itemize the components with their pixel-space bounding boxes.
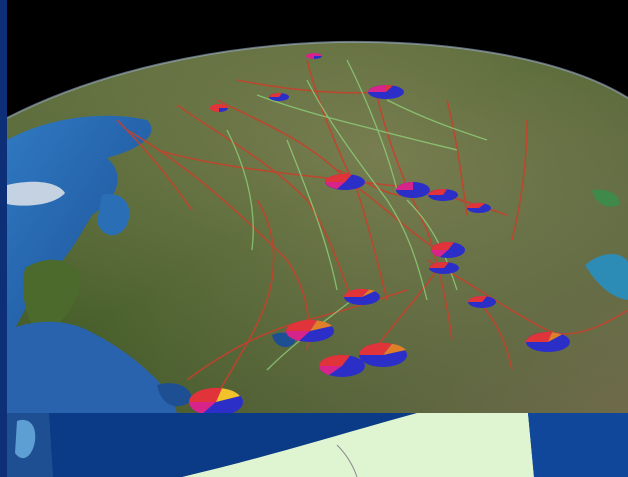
pie-marker-14[interactable] [188,387,243,413]
pie-marker-1[interactable] [368,84,404,99]
sea-inlet [97,194,130,236]
peninsula [23,259,81,336]
inset-land-mass [182,413,534,477]
pie-marker-16[interactable] [306,53,322,59]
pie-marker-7[interactable] [428,261,459,274]
green-network-lines [226,59,488,371]
pie-marker-12[interactable] [318,354,365,377]
pie-marker-3[interactable] [396,182,430,198]
western-sea [7,115,152,340]
eastern-lake-1 [585,254,628,300]
pie-marker-9[interactable] [467,295,496,308]
inset-left-island [15,419,36,459]
globe-view[interactable] [7,0,628,413]
inset-right-strip [528,413,628,477]
pie-marker-15[interactable] [269,93,289,101]
inset-map-svg [7,413,628,477]
eastern-lake-2 [592,189,620,207]
pie-marker-17[interactable] [210,104,228,112]
pie-marker-4[interactable] [427,188,458,201]
inset-map[interactable] [7,413,628,477]
pie-marker-8[interactable] [343,288,380,305]
pie-marker-10[interactable] [285,319,334,342]
horizon-glow [7,40,628,119]
southwest-water [7,321,177,413]
pie-marker-5[interactable] [466,202,491,213]
inset-river [336,444,358,477]
pie-marker-13[interactable] [526,332,570,352]
pie-marker-11[interactable] [358,342,407,367]
pie-marker-2[interactable] [324,173,365,190]
small-lake-2 [157,383,192,407]
northwest-coast [7,181,65,206]
globe-svg [7,0,628,413]
pie-marker-6[interactable] [430,241,465,258]
